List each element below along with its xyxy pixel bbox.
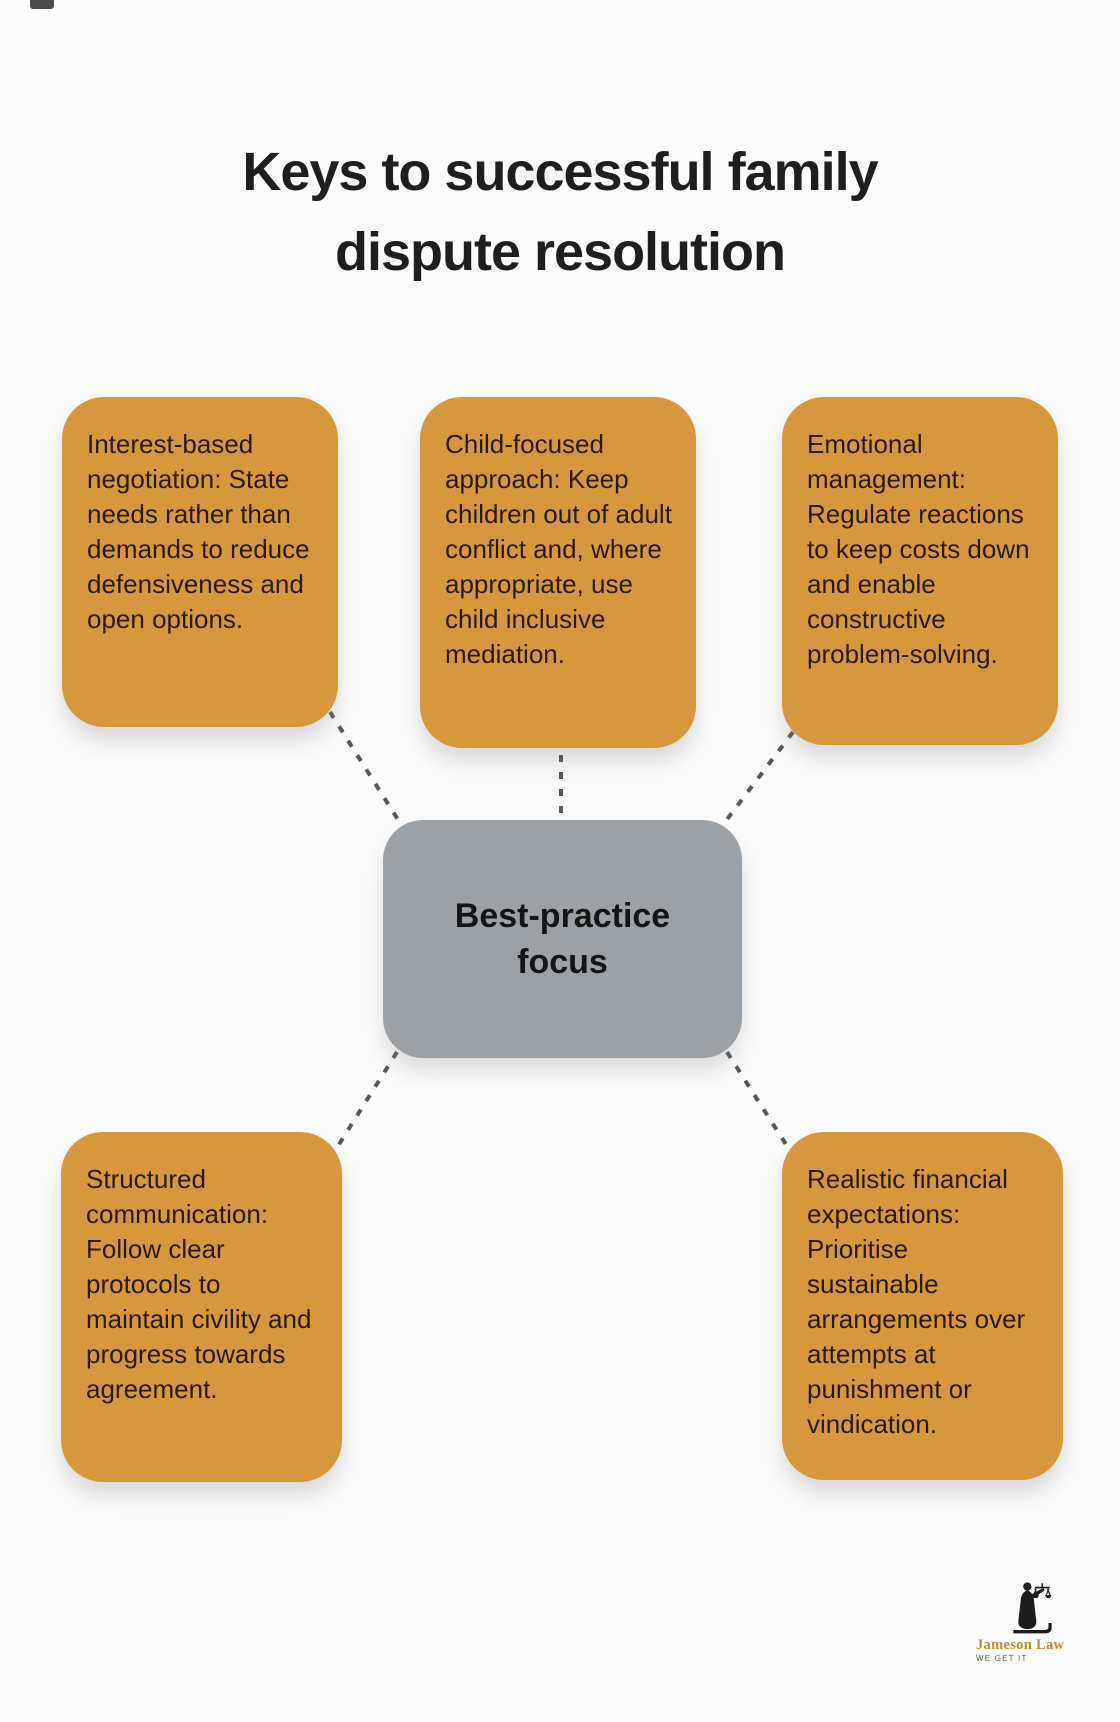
center-node-label: Best-practice focus [454,897,671,981]
node-structured-communication: Structured communication: Follow clear p… [61,1132,342,1482]
lady-justice-scales-icon [1013,1582,1052,1634]
node-text: Interest-based negotiation: State needs … [87,429,310,634]
node-text: Emotional management: Regulate reactions… [807,429,1030,669]
page-title: Keys to successful family dispute resolu… [242,142,878,283]
connector-center-to-structured [336,1050,399,1148]
node-child-focused-approach: Child-focused approach: Keep children ou… [420,397,696,748]
node-emotional-management: Emotional management: Regulate reactions… [782,397,1058,745]
connector-interest-to-center [328,710,404,828]
node-text: Realistic financial expectations: Priori… [807,1164,1026,1439]
scan-artifact [30,0,54,9]
node-text: Structured communication: Follow clear p… [86,1164,312,1404]
logo-brand-text: Jameson Law [976,1637,1065,1653]
node-text: Child-focused approach: Keep children ou… [445,429,672,669]
connector-emotional-to-center [720,730,795,828]
jameson-law-logo: Jameson Law WE GET IT [976,1580,1068,1664]
connector-center-to-financial [725,1050,789,1148]
node-best-practice-focus: Best-practice focus [383,820,742,1058]
logo-tagline-text: WE GET IT [976,1654,1028,1663]
node-interest-based-negotiation: Interest-based negotiation: State needs … [62,397,338,727]
node-realistic-financial-expectations: Realistic financial expectations: Priori… [782,1132,1063,1480]
